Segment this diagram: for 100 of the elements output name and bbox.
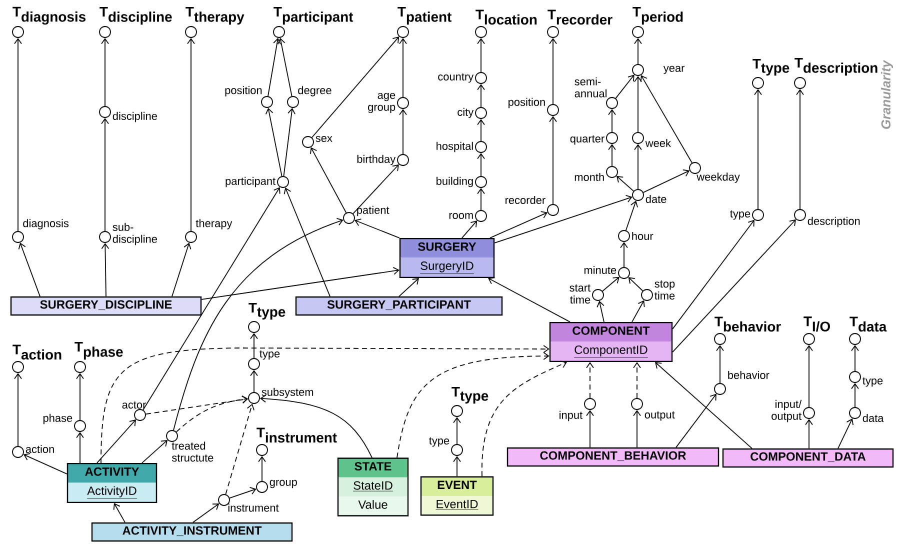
arrow: [805, 344, 813, 408]
node-label: position: [225, 86, 262, 96]
node-label: data: [862, 414, 884, 422]
arrow: [672, 219, 796, 352]
arrow: [250, 370, 258, 392]
node-label: behavior: [728, 370, 770, 380]
node-label: treated structute: [172, 442, 214, 462]
relation-box: COMPONENT_DATA: [722, 448, 894, 468]
arrow: [620, 242, 628, 268]
arrow: [398, 278, 419, 297]
node-label: instrument: [228, 504, 279, 512]
node-label: hospital: [436, 142, 473, 152]
arrow: [142, 440, 168, 464]
node-label: type: [429, 437, 450, 447]
axis-label: Granularity: [880, 60, 894, 129]
arrow: [453, 456, 461, 477]
node-label: sex: [316, 136, 332, 142]
arrow: [477, 84, 485, 108]
node-label: $\textbf{T}_{\textbf{discipline}}$: [100, 6, 172, 25]
arrow: [805, 418, 813, 449]
arrow: [838, 418, 854, 449]
arrow: [399, 108, 407, 154]
arrow: [354, 218, 400, 238]
arrow: [453, 416, 461, 444]
node-label: city: [458, 108, 474, 118]
node-label: minute: [584, 266, 616, 274]
arrow: [851, 382, 859, 408]
arrow: [277, 38, 292, 97]
arrow: [101, 118, 109, 232]
arrow: [396, 352, 550, 458]
node-label: input/ output: [772, 400, 802, 422]
node-label: $\textbf{T}_{\textbf{diagnosis}}$: [12, 6, 86, 25]
node-label: stop time: [654, 280, 675, 300]
arrow: [352, 164, 399, 214]
arrow: [477, 152, 485, 176]
node-label: $\textbf{T}_{\textbf{patient}}$: [398, 6, 452, 25]
arrow: [100, 345, 550, 464]
arrow: [482, 360, 567, 477]
arrow: [488, 277, 570, 322]
node-label: $\textbf{T}_{\textbf{action}}$: [12, 344, 62, 360]
arrow: [634, 76, 642, 132]
arrow: [633, 362, 641, 398]
arrow: [176, 395, 248, 432]
arrow: [640, 75, 692, 164]
arrow: [268, 38, 281, 97]
arrow: [586, 410, 594, 448]
relation-box: COMPONENT_BEHAVIOR: [506, 447, 720, 467]
node-label: $\textbf{T}_{\textbf{description}}$: [794, 58, 878, 76]
node-label: recorder: [506, 196, 546, 204]
arrow: [634, 38, 642, 64]
arrow: [399, 38, 407, 98]
arrow: [628, 277, 644, 292]
node-label: $\textbf{T}_{\textbf{behavior}}$: [714, 316, 781, 332]
arrow: [229, 487, 256, 499]
arrow: [23, 453, 68, 474]
node-label: phase: [43, 414, 72, 424]
arrow: [642, 169, 690, 193]
arrow: [634, 144, 642, 190]
node-label: group: [270, 480, 297, 488]
arrow: [602, 276, 620, 292]
arrow: [142, 187, 280, 410]
node-label: $\textbf{T}_{\textbf{type}}$: [248, 302, 286, 320]
node-label: $\textbf{T}_{\textbf{participant}}$: [274, 6, 354, 25]
arrow: [796, 88, 804, 210]
node-label: type: [862, 377, 883, 387]
node-label: week: [645, 138, 671, 148]
arrow: [596, 300, 604, 322]
node-label: diagnosis: [23, 219, 69, 230]
arrow: [76, 372, 84, 420]
arrow: [633, 410, 641, 448]
node-label: quarter: [570, 135, 604, 145]
table-box: COMPONENT ComponentID: [549, 322, 673, 362]
arrow: [113, 503, 126, 523]
arrow: [260, 394, 372, 458]
arrow: [672, 220, 754, 330]
node-label: output: [644, 411, 675, 421]
arrow: [477, 118, 485, 142]
arrow: [187, 38, 195, 232]
node-label: $\textbf{T}_{\textbf{type}}$: [452, 386, 488, 404]
arrow: [494, 194, 632, 244]
node-label: start time: [570, 284, 591, 304]
node-label: degree: [298, 86, 332, 96]
arrow: [676, 394, 716, 448]
arrow: [616, 176, 634, 192]
node-label: $\textbf{T}_{\textbf{location}}$: [476, 10, 537, 25]
node-label: patient: [357, 206, 390, 216]
arrow: [284, 188, 330, 297]
arrow: [14, 38, 22, 232]
arrow: [145, 396, 248, 415]
node-label: $\textbf{T}_{\textbf{instrument}}$: [256, 428, 337, 443]
table-box: SURGERY SurgeryID: [399, 238, 495, 278]
arrow: [608, 144, 616, 166]
arrow: [608, 108, 616, 132]
node-label: date: [646, 194, 666, 204]
node-label: discipline: [112, 112, 157, 122]
arrow: [615, 74, 634, 99]
arrow: [14, 372, 22, 446]
node-label: input: [560, 410, 583, 422]
relation-box: SURGERY_PARTICIPANT: [295, 296, 503, 316]
arrow: [490, 211, 548, 238]
